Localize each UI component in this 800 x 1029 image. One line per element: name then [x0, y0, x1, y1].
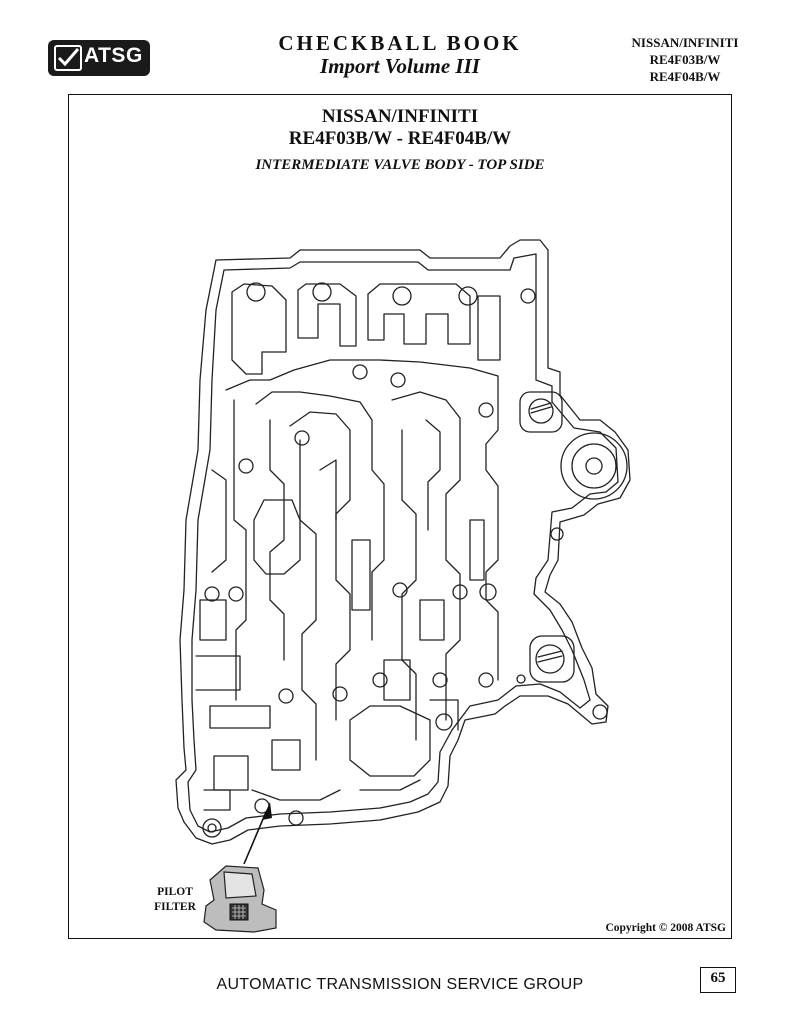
footer-organization: AUTOMATIC TRANSMISSION SERVICE GROUP: [216, 976, 584, 993]
heading-view: INTERMEDIATE VALVE BODY - TOP SIDE: [255, 157, 545, 173]
corner-line-make: NISSAN/INFINITI: [631, 35, 739, 50]
page-number-box: [700, 967, 736, 993]
logo-text: ATSG: [84, 44, 143, 67]
page-number: 65: [710, 970, 726, 986]
callout-arrow-icon: [243, 802, 272, 865]
corner-line-model-1: RE4F03B/W: [649, 52, 721, 67]
check-mark-icon: [54, 45, 82, 71]
heading-make: NISSAN/INFINITI: [321, 106, 479, 127]
content-frame: [68, 94, 732, 939]
heading-models: RE4F03B/W - RE4F04B/W: [288, 128, 512, 149]
pilot-label-line-2: FILTER: [154, 901, 196, 913]
corner-model-block: NISSAN/INFINITI RE4F03B/W RE4F04B/W: [610, 34, 760, 85]
pilot-filter-label: PILOT FILTER: [140, 885, 210, 915]
corner-line-model-2: RE4F04B/W: [649, 69, 721, 84]
copyright-notice: Copyright © 2008 ATSG: [605, 922, 726, 934]
pilot-label-line-1: PILOT: [157, 886, 193, 898]
book-subtitle: Import Volume III: [320, 54, 480, 78]
book-title: CHECKBALL BOOK: [278, 31, 522, 55]
atsg-logo-icon: ATSG: [48, 40, 150, 76]
pilot-filter-icon: [203, 865, 277, 933]
valve-body-outline: [175, 239, 631, 845]
